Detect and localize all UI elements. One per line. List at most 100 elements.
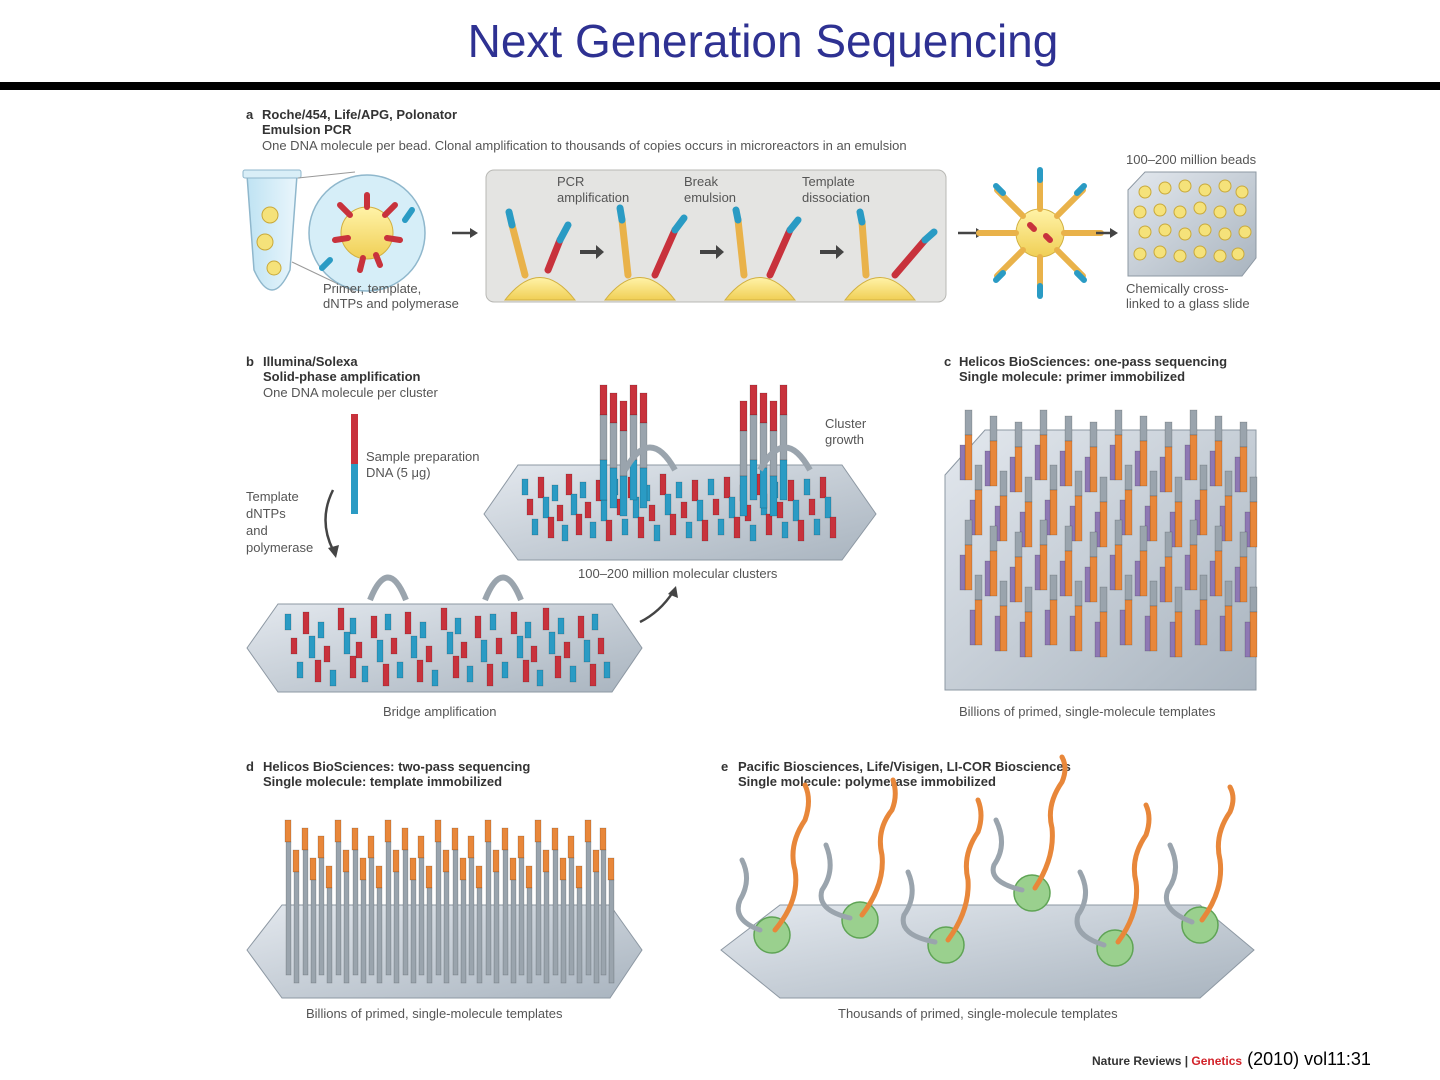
dna-strand bbox=[769, 400, 778, 432]
dna-strand bbox=[1224, 580, 1233, 607]
dna-strand bbox=[664, 493, 672, 516]
dna-strand bbox=[829, 516, 837, 539]
dna-strand bbox=[575, 513, 583, 536]
dna-strand bbox=[691, 479, 699, 502]
panel-c-heading: Helicos BioSciences: one-pass sequencing bbox=[959, 354, 1227, 369]
citation: Nature Reviews | Genetics (2010) vol11:3… bbox=[1092, 1049, 1371, 1070]
dna-strand bbox=[1084, 456, 1091, 493]
sample-dna-strand bbox=[351, 414, 358, 464]
dna-strand bbox=[680, 501, 688, 519]
dna-strand bbox=[434, 819, 442, 843]
dna-strand bbox=[296, 661, 304, 679]
dna-strand bbox=[360, 879, 367, 984]
dna-strand bbox=[1034, 554, 1041, 591]
dna-strand bbox=[1239, 446, 1248, 493]
step-template-line2: dissociation bbox=[802, 190, 870, 205]
dna-strand bbox=[342, 849, 350, 873]
dna-strand bbox=[510, 879, 517, 984]
dna-strand bbox=[629, 459, 638, 501]
dna-strand bbox=[629, 384, 638, 416]
dna-strand bbox=[1109, 554, 1116, 591]
dna-strand bbox=[474, 615, 482, 639]
dna-strand bbox=[349, 655, 357, 679]
dna-strand bbox=[568, 857, 575, 976]
dna-strand bbox=[293, 871, 300, 984]
dna-strand bbox=[974, 574, 983, 601]
dna-strand bbox=[556, 504, 564, 522]
dna-strand bbox=[989, 440, 998, 487]
title-divider bbox=[0, 82, 1440, 90]
reagents-line3: and bbox=[246, 523, 268, 538]
panel-c-caption: Billions of primed, single-molecule temp… bbox=[959, 704, 1216, 719]
dna-strand bbox=[1159, 456, 1166, 493]
dna-strand bbox=[542, 496, 550, 519]
dna-strand bbox=[559, 857, 567, 881]
dna-strand bbox=[749, 414, 758, 461]
dna-strand bbox=[454, 617, 462, 635]
dna-strand bbox=[759, 392, 768, 424]
dna-strand bbox=[1094, 621, 1101, 658]
panel-b-description: One DNA molecule per cluster bbox=[263, 385, 439, 400]
reagents-line2: dNTPs bbox=[246, 506, 286, 521]
clusters-caption: 100–200 million molecular clusters bbox=[578, 566, 778, 581]
sample-label-line1: Sample preparation bbox=[366, 449, 479, 464]
dna-strand bbox=[1214, 415, 1223, 442]
dna-strand bbox=[1239, 556, 1248, 603]
panel-b-heading: Illumina/Solexa bbox=[263, 354, 358, 369]
dna-strand bbox=[959, 444, 966, 481]
cluster-growth-line1: Cluster bbox=[825, 416, 867, 431]
dna-strand bbox=[1014, 556, 1023, 603]
dna-strand bbox=[302, 849, 309, 976]
dna-strand bbox=[994, 505, 1001, 542]
dna-strand bbox=[337, 607, 345, 631]
dna-strand bbox=[619, 400, 628, 432]
dna-strand bbox=[1039, 519, 1048, 546]
dna-strand bbox=[1169, 511, 1176, 548]
dna-strand bbox=[302, 611, 310, 635]
dna-strand bbox=[781, 521, 789, 539]
dna-strand bbox=[1164, 421, 1173, 448]
dna-strand bbox=[1094, 511, 1101, 548]
dna-strand bbox=[984, 560, 991, 597]
dna-strand bbox=[1074, 470, 1083, 497]
panel-e: e Pacific Biosciences, Life/Visigen, LI-… bbox=[720, 754, 1255, 1021]
dna-strand bbox=[285, 841, 292, 976]
dna-strand bbox=[739, 400, 748, 432]
dna-strand bbox=[639, 392, 648, 424]
dna-strand bbox=[779, 384, 788, 416]
dna-strand bbox=[605, 519, 613, 542]
dna-strand bbox=[733, 516, 741, 539]
dna-strand bbox=[1219, 615, 1226, 652]
dna-strand bbox=[1174, 476, 1183, 503]
dna-strand bbox=[284, 613, 292, 631]
dna-strand bbox=[591, 613, 599, 631]
dna-strand bbox=[964, 519, 973, 546]
dna-strand bbox=[599, 459, 608, 501]
citation-journal: Nature Reviews bbox=[1092, 1054, 1182, 1068]
panel-a: a Roche/454, Life/APG, Polonator Emulsio… bbox=[242, 107, 1257, 311]
dna-strand bbox=[779, 414, 788, 461]
dna-strand bbox=[1114, 434, 1123, 481]
dna-strand bbox=[609, 422, 618, 469]
dna-strand bbox=[1199, 599, 1208, 646]
dna-strand bbox=[808, 498, 816, 516]
dna-strand bbox=[1244, 511, 1251, 548]
dna-strand bbox=[384, 819, 392, 843]
dna-strand bbox=[1009, 566, 1016, 603]
dna-strand bbox=[431, 669, 439, 687]
curved-arrow-icon bbox=[324, 489, 335, 551]
dna-strand bbox=[1114, 519, 1123, 546]
dna-strand bbox=[486, 663, 494, 687]
dna-strand bbox=[1164, 446, 1173, 493]
dna-strand bbox=[1189, 519, 1198, 546]
dna-strand bbox=[419, 621, 427, 639]
dna-strand bbox=[765, 513, 773, 536]
dna-strand bbox=[999, 605, 1008, 652]
dna-strand bbox=[1024, 476, 1033, 503]
dna-strand bbox=[501, 661, 509, 679]
dna-strand bbox=[1059, 560, 1066, 597]
dna-strand bbox=[460, 641, 468, 659]
dna-strand bbox=[530, 645, 538, 663]
dna-strand bbox=[335, 841, 342, 976]
dna-strand bbox=[561, 524, 569, 542]
